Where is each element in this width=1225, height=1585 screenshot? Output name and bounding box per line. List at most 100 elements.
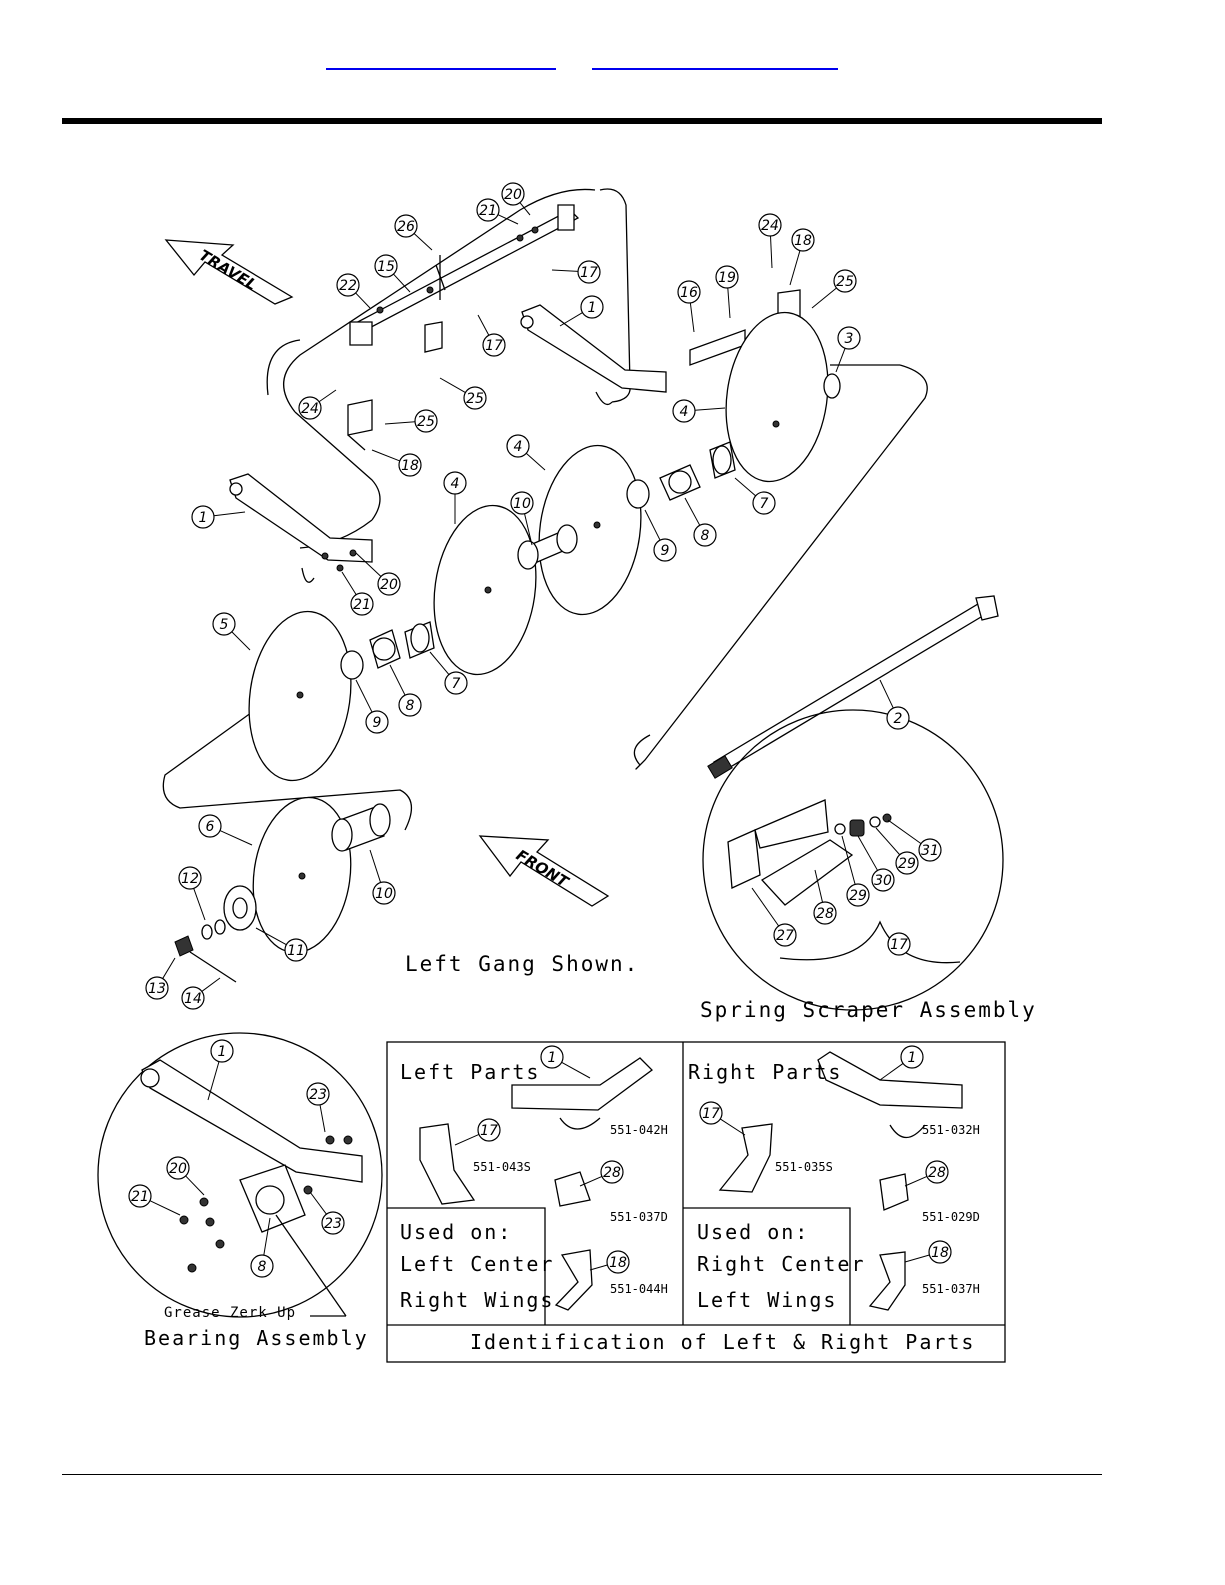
main-callout-8: 8 [684, 497, 717, 547]
callout-number: 1 [588, 300, 597, 316]
bearing-callout-8: 8 [250, 1217, 274, 1278]
bearing-detail [97, 1032, 383, 1318]
main-callout-26: 26 [394, 214, 433, 251]
callout-number: 18 [931, 1245, 949, 1261]
callout-circle [846, 883, 870, 907]
callout-circle [887, 932, 911, 956]
callout-circle [577, 260, 601, 284]
callout-circle [900, 1045, 924, 1069]
callout-leader [734, 477, 756, 497]
callout-circle [871, 868, 895, 892]
callout-number: 24 [301, 401, 319, 417]
callout-number: 10 [513, 496, 531, 512]
callout-leader [875, 827, 901, 856]
callout-leader [429, 651, 450, 675]
main-callout-4: 4 [672, 399, 726, 423]
callout-circle [298, 396, 322, 420]
callout-circle [463, 386, 487, 410]
bearing-callout-21: 21 [128, 1184, 181, 1216]
callout-circle [886, 706, 910, 730]
callout-number: 20 [504, 187, 522, 203]
callout-leader [219, 830, 253, 846]
main-callout-18: 18 [371, 449, 422, 477]
callout-circle [250, 1254, 274, 1278]
callout-circle [377, 572, 401, 596]
callout-leader [389, 664, 406, 696]
callout-leader [887, 819, 922, 845]
left-parts-callout-1: 1 [540, 1045, 591, 1079]
main-callout-8: 8 [389, 664, 422, 717]
front-arrow: FRONT [478, 835, 610, 907]
scraper-callout-31: 31 [887, 819, 942, 862]
callout-circle [181, 986, 205, 1010]
right-gang-arm [520, 289, 801, 406]
callout-circle [191, 505, 215, 529]
callout-leader [814, 869, 823, 903]
callout-leader [811, 287, 837, 309]
callout-number: 21 [353, 597, 371, 613]
callout-circle [128, 1184, 152, 1208]
callout-leader [162, 957, 176, 979]
left-used-1: Left Center [400, 1252, 555, 1276]
callout-leader [770, 235, 773, 269]
callout-circle [476, 198, 500, 222]
callout-circle [791, 228, 815, 252]
callout-number: 11 [287, 943, 305, 959]
callout-circle [398, 693, 422, 717]
footer-rule [62, 1474, 1102, 1475]
callout-circle [653, 538, 677, 562]
callout-circle [306, 1082, 330, 1106]
callout-circle [606, 1250, 630, 1274]
callout-leader [904, 1175, 928, 1187]
callout-leader [519, 202, 531, 216]
right-part-no-17: 551-035S [775, 1160, 833, 1174]
callout-circle [372, 881, 396, 905]
travel-arrow: TRAVEL [164, 239, 294, 305]
callout-number: 7 [760, 496, 769, 512]
callout-leader [318, 389, 337, 403]
scraper-bracket-left [347, 321, 443, 451]
callout-number: 23 [324, 1216, 342, 1232]
main-callout-17: 17 [477, 314, 506, 357]
callout-leader [789, 250, 801, 286]
callout-leader [559, 312, 583, 327]
callout-leader [263, 1217, 271, 1256]
callout-number: 25 [836, 274, 854, 290]
callout-number: 18 [794, 233, 812, 249]
callout-number: 21 [131, 1189, 149, 1205]
callout-number: 17 [702, 1106, 720, 1122]
callout-circle [833, 269, 857, 293]
right-parts-callout-1: 1 [879, 1045, 924, 1081]
callout-circle [837, 326, 861, 350]
callout-number: 31 [921, 843, 939, 859]
callout-number: 17 [890, 937, 908, 953]
callout-circle [813, 901, 837, 925]
callout-circle [374, 254, 398, 278]
callout-number: 5 [220, 617, 229, 633]
callout-circle [350, 592, 374, 616]
callout-number: 9 [661, 543, 670, 559]
nav-link-2[interactable] [592, 52, 838, 70]
main-callout-22: 22 [336, 273, 371, 309]
callout-number: 10 [375, 886, 393, 902]
callout-leader [201, 977, 221, 992]
callout-leader [319, 1104, 326, 1133]
callout-circle [918, 838, 942, 862]
callout-leader [149, 1200, 181, 1216]
callout-number: 3 [845, 331, 854, 347]
bearing-callout-23: 23 [306, 1082, 330, 1133]
spools-and-bearings [174, 441, 736, 983]
scraper-callout-29: 29 [841, 835, 870, 907]
left-gang-arm [229, 473, 373, 583]
scraper-callout-30: 30 [857, 835, 895, 892]
nav-link-1[interactable] [326, 52, 556, 70]
callout-number: 15 [377, 259, 395, 275]
right-parts-callout-18: 18 [904, 1240, 952, 1264]
blades [248, 311, 841, 954]
callout-circle [284, 938, 308, 962]
right-used-2: Left Wings [697, 1288, 838, 1312]
callout-leader [525, 452, 546, 471]
main-callout-4: 4 [443, 471, 467, 524]
callout-number: 14 [184, 991, 202, 1007]
table-footer: Identification of Left & Right Parts [470, 1330, 976, 1354]
